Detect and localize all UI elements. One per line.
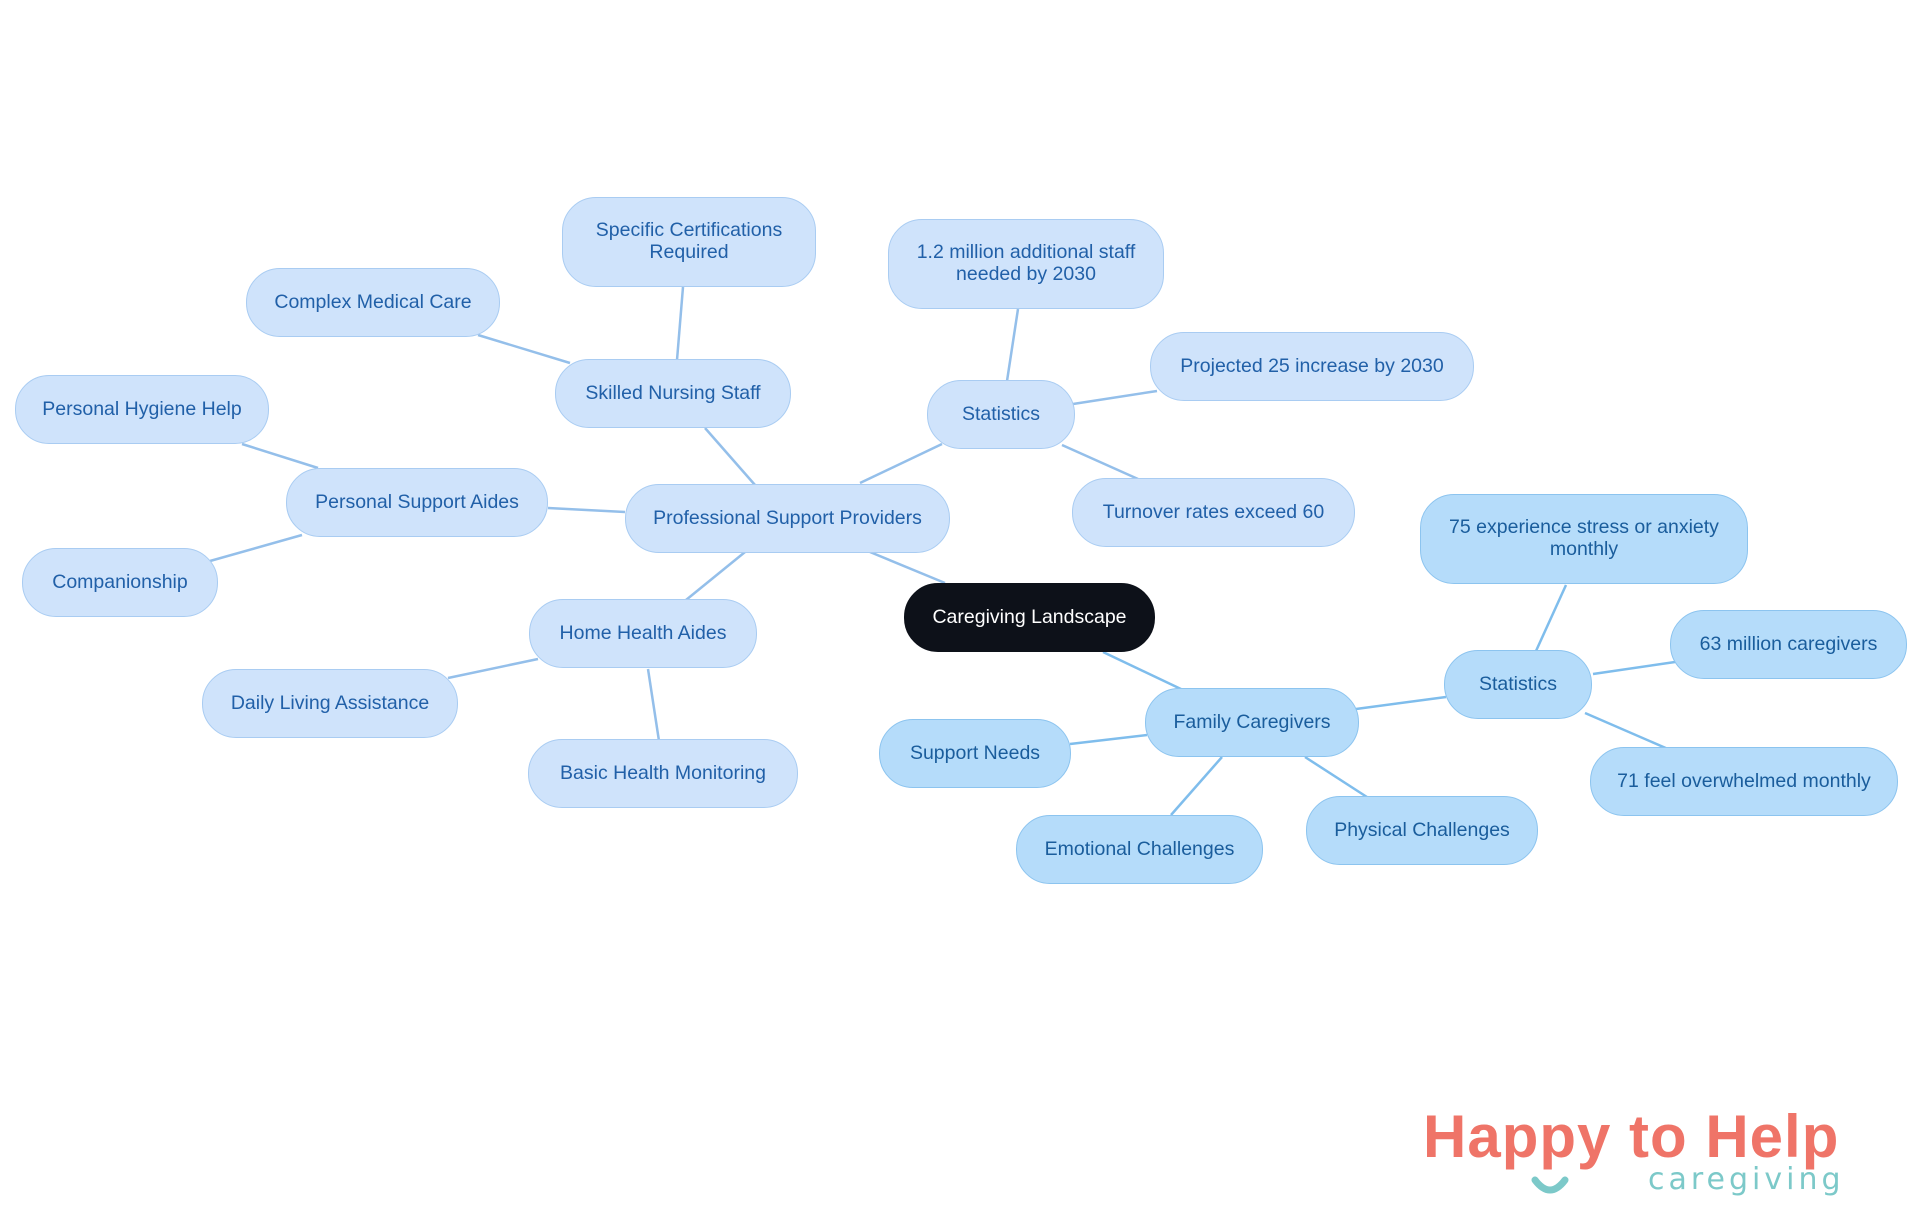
edge-family-physical	[1304, 755, 1371, 801]
projected-increase-node: Projected 25 increase by 2030	[1150, 332, 1474, 401]
turnover-rates-node: Turnover rates exceed 60	[1072, 478, 1355, 547]
edge-fstats-stress	[1534, 584, 1568, 652]
edge-family-support	[1069, 733, 1148, 746]
family-statistics-node: Statistics	[1444, 650, 1592, 719]
edge-professional-skilled	[704, 427, 756, 486]
edge-pstats-staff	[1005, 308, 1020, 382]
personal-support-aides-node: Personal Support Aides	[286, 468, 548, 537]
edge-homehealth-daily	[447, 657, 539, 680]
personal-hygiene-help-node: Personal Hygiene Help	[15, 375, 269, 444]
family-caregivers-node: Family Caregivers	[1145, 688, 1359, 757]
edge-pstats-turnover	[1061, 443, 1139, 481]
skilled-nursing-staff-node: Skilled Nursing Staff	[555, 359, 791, 428]
edge-homehealth-monitoring	[646, 668, 661, 742]
happy-to-help-logo: Happy to Help caregiving	[1423, 1105, 1845, 1197]
home-health-aides-node: Home Health Aides	[529, 599, 757, 668]
edge-personal-companionship	[209, 533, 303, 563]
root-node: Caregiving Landscape	[904, 583, 1155, 652]
edge-family-emotional	[1170, 756, 1223, 816]
professional-support-providers-node: Professional Support Providers	[625, 484, 950, 553]
edge-professional-homehealth	[685, 551, 746, 601]
edge-family-statistics	[1355, 695, 1447, 711]
staff-needed-node: 1.2 million additional staff needed by 2…	[888, 219, 1164, 309]
edge-professional-personal	[547, 506, 626, 514]
smile-icon	[1531, 1176, 1569, 1194]
edge-root-professional	[869, 550, 946, 585]
basic-health-monitoring-node: Basic Health Monitoring	[528, 739, 798, 808]
edge-fstats-overwhelmed	[1584, 711, 1669, 751]
professional-statistics-node: Statistics	[927, 380, 1075, 449]
edge-root-family	[1102, 650, 1184, 692]
stress-anxiety-node: 75 experience stress or anxiety monthly	[1420, 494, 1748, 584]
daily-living-assistance-node: Daily Living Assistance	[202, 669, 458, 738]
overwhelmed-monthly-node: 71 feel overwhelmed monthly	[1590, 747, 1898, 816]
edge-pstats-projected	[1072, 389, 1158, 406]
edge-skilled-certifications	[675, 286, 685, 361]
edge-fstats-caregivers	[1592, 660, 1676, 676]
companionship-node: Companionship	[22, 548, 218, 617]
logo-brand-text: Happy to Help	[1423, 1105, 1839, 1170]
support-needs-node: Support Needs	[879, 719, 1071, 788]
logo-tagline-text: caregiving	[1648, 1162, 1845, 1197]
specific-certifications-node: Specific Certifications Required	[562, 197, 816, 287]
physical-challenges-node: Physical Challenges	[1306, 796, 1538, 865]
edge-personal-hygiene	[241, 442, 319, 470]
63-million-caregivers-node: 63 million caregivers	[1670, 610, 1907, 679]
emotional-challenges-node: Emotional Challenges	[1016, 815, 1263, 884]
edge-professional-statistics	[859, 442, 943, 485]
edge-skilled-complex	[477, 333, 571, 365]
complex-medical-care-node: Complex Medical Care	[246, 268, 500, 337]
